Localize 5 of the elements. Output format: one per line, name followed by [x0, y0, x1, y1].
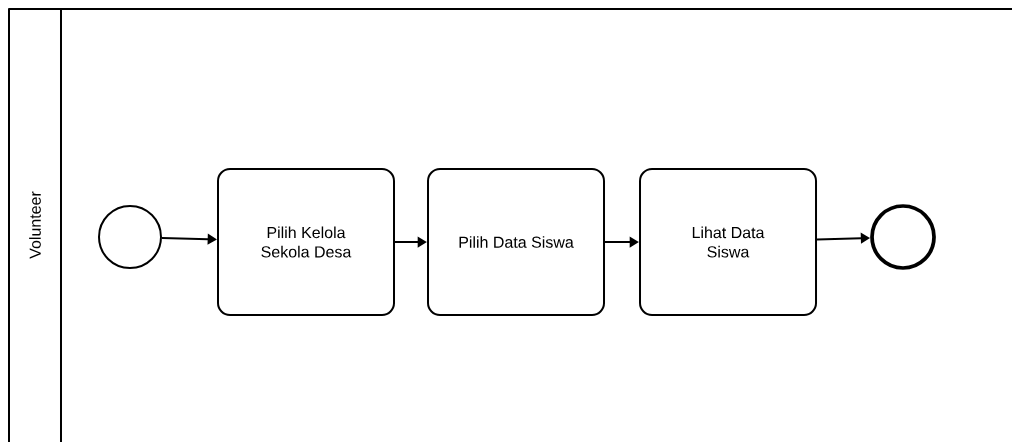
- event-circle: [98, 205, 162, 269]
- event-circle: [870, 204, 936, 270]
- task-box: Pilih Kelola Sekola Desa: [217, 168, 395, 316]
- task-box: Pilih Data Siswa: [427, 168, 605, 316]
- task-box: Lihat Data Siswa: [639, 168, 817, 316]
